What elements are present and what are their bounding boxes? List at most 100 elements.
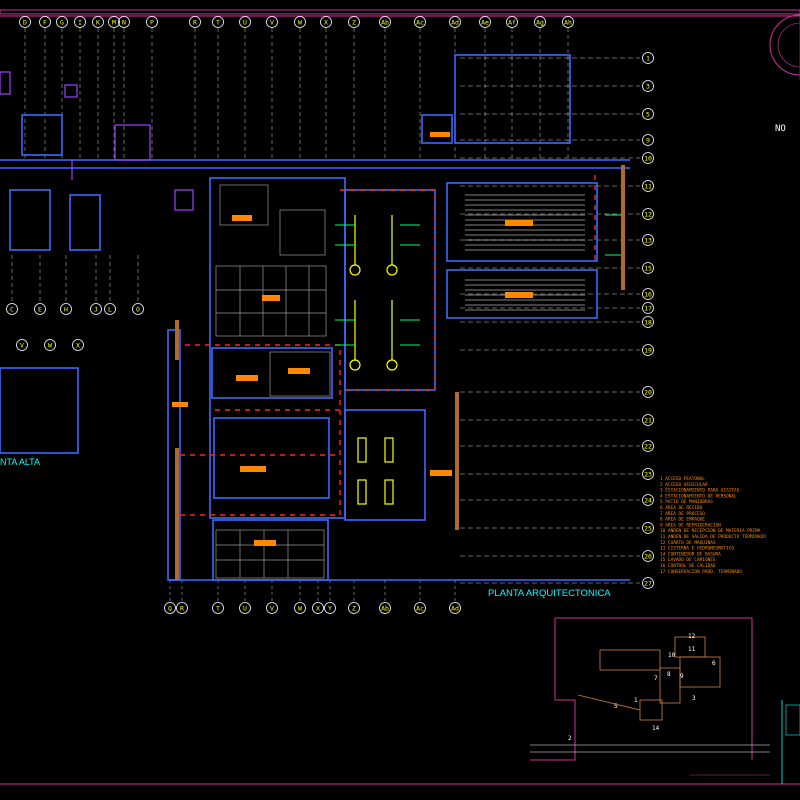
grid-row-2: 5	[642, 108, 654, 120]
site-number: 11	[688, 646, 696, 653]
grid-row-19: 26	[642, 550, 654, 562]
grid-bottom-main-8-label: Z	[352, 605, 356, 613]
plan-title: PLANTA ARQUITECTONICA	[488, 588, 611, 599]
interior-partitions	[215, 184, 331, 579]
grid-bottom-main-2-label: T	[216, 605, 220, 613]
grid-top-6: N	[118, 16, 130, 28]
grid-row-18-label: 25	[644, 525, 652, 533]
legend-item: 14 CONTENEDOR DE BASURA	[660, 551, 721, 557]
grid-bottom-left-3: J	[90, 303, 102, 315]
grid-row-7-label: 13	[644, 237, 652, 245]
site-number: 8	[667, 671, 671, 678]
grid-row-1: 3	[642, 80, 654, 92]
grid-bottom-left-4: L	[104, 303, 116, 315]
legend-item: 4 ESTACIONAMIENTO DE PERSONAL	[660, 493, 737, 499]
grid-row-18: 25	[642, 522, 654, 534]
grid-top-9-label: T	[216, 19, 220, 27]
process-equipment	[349, 215, 398, 505]
grid-top-14-label: Z	[352, 19, 356, 27]
grid-row-14-label: 21	[644, 417, 652, 425]
grid-top-10-label: U	[243, 19, 247, 27]
grid-mid-left-0: V	[16, 339, 28, 351]
legend-item: 2 ACCESO VEHICULAR	[660, 482, 708, 488]
grid-row-5: 11	[642, 180, 654, 192]
grid-bottom-main-6: X	[312, 602, 324, 614]
grid-top-18: Ae	[479, 16, 491, 28]
grid-bottom-main-10: Ac	[414, 602, 426, 614]
grid-top-1-label: F	[43, 19, 47, 27]
grid-top-3: I	[74, 16, 86, 28]
legend-item: 12 CUARTO DE MAQUINAS	[660, 540, 716, 546]
legend-item: 15 LAVADO DE CAMIONES	[660, 557, 716, 563]
grid-top-20: Ag	[534, 16, 546, 28]
grid-row-13: 20	[642, 386, 654, 398]
grid-bottom-left-5-label: O	[136, 306, 140, 314]
grid-top-19: Af	[506, 16, 518, 28]
site-number: 9	[680, 673, 684, 680]
grid-row-0-label: 1	[646, 55, 650, 63]
grid-top-7: P	[146, 16, 158, 28]
site-number: 3	[692, 695, 696, 702]
grid-row-7: 13	[642, 234, 654, 246]
grid-bottom-main-3-label: U	[243, 605, 247, 613]
title-block	[690, 700, 800, 784]
site-number: 12	[688, 633, 696, 640]
grid-bottom-main-6-label: X	[316, 605, 320, 613]
grid-mid-left-1-label: W	[48, 342, 52, 350]
grid-top-20-label: Ag	[536, 19, 544, 27]
legend-item: 10 ANDEN DE RECEPCION DE MATERIA PRIMA	[660, 528, 761, 534]
grid-mid-left-2-label: X	[76, 342, 80, 350]
grid-top-8: R	[189, 16, 201, 28]
site-number: 5	[614, 703, 618, 710]
grid-bottom-main-7: Y	[324, 602, 336, 614]
grid-row-17-label: 24	[644, 497, 652, 505]
grid-row-19-label: 26	[644, 553, 652, 561]
grid-bottom-main-3: U	[239, 602, 251, 614]
grid-bottom-main-7-label: Y	[328, 605, 332, 613]
north-arrow-icon: NO	[769, 10, 800, 134]
grid-row-10-label: 17	[644, 305, 652, 313]
grid-top-0: D	[19, 16, 31, 28]
grid-top-6-label: N	[122, 19, 126, 27]
grid-bottom-main-8: Z	[348, 602, 360, 614]
grid-bottom-main-4: V	[266, 602, 278, 614]
grid-bottom-main-5: W	[294, 602, 306, 614]
grid-top-17-label: Ad	[451, 19, 459, 27]
grid-row-17: 24	[642, 494, 654, 506]
grid-row-4-label: 10	[644, 155, 652, 163]
grid-row-15: 22	[642, 440, 654, 452]
grid-top-5-label: M	[112, 19, 116, 27]
grid-row-4: 10	[642, 152, 654, 164]
grid-bottom-main-9-label: Ab	[381, 605, 389, 613]
grid-bottom-left-2: H	[60, 303, 72, 315]
grid-top-12-label: W	[298, 19, 302, 27]
grid-bottom-left-0-label: C	[10, 306, 14, 314]
grid-row-20-label: 27	[644, 580, 652, 588]
flow-arrows	[335, 214, 625, 346]
grid-row-3-label: 9	[646, 137, 650, 145]
legend-item: 3 ESTACIONAMIENTO PARA VISITAS	[660, 488, 740, 494]
grid-row-20: 27	[642, 577, 654, 589]
grid-row-8: 15	[642, 262, 654, 274]
site-number: 14	[652, 725, 660, 732]
grid-top-4: K	[92, 16, 104, 28]
grid-row-13-label: 20	[644, 389, 652, 397]
grid-bottom-main-1: R	[176, 602, 188, 614]
legend-item: 16 CONTROL DE CALIDAD	[660, 563, 716, 569]
grid-top-5: M	[108, 16, 120, 28]
grid-row-16-label: 23	[644, 471, 652, 479]
column-grid-mid-left: V W X	[16, 339, 84, 351]
grid-row-12-label: 19	[644, 347, 652, 355]
grid-bottom-left-5: O	[132, 303, 144, 315]
grid-bottom-main-10-label: Ac	[416, 605, 424, 613]
site-number: 6	[712, 660, 716, 667]
grid-bottom-left-4-label: L	[108, 306, 112, 314]
grid-top-10: U	[239, 16, 251, 28]
